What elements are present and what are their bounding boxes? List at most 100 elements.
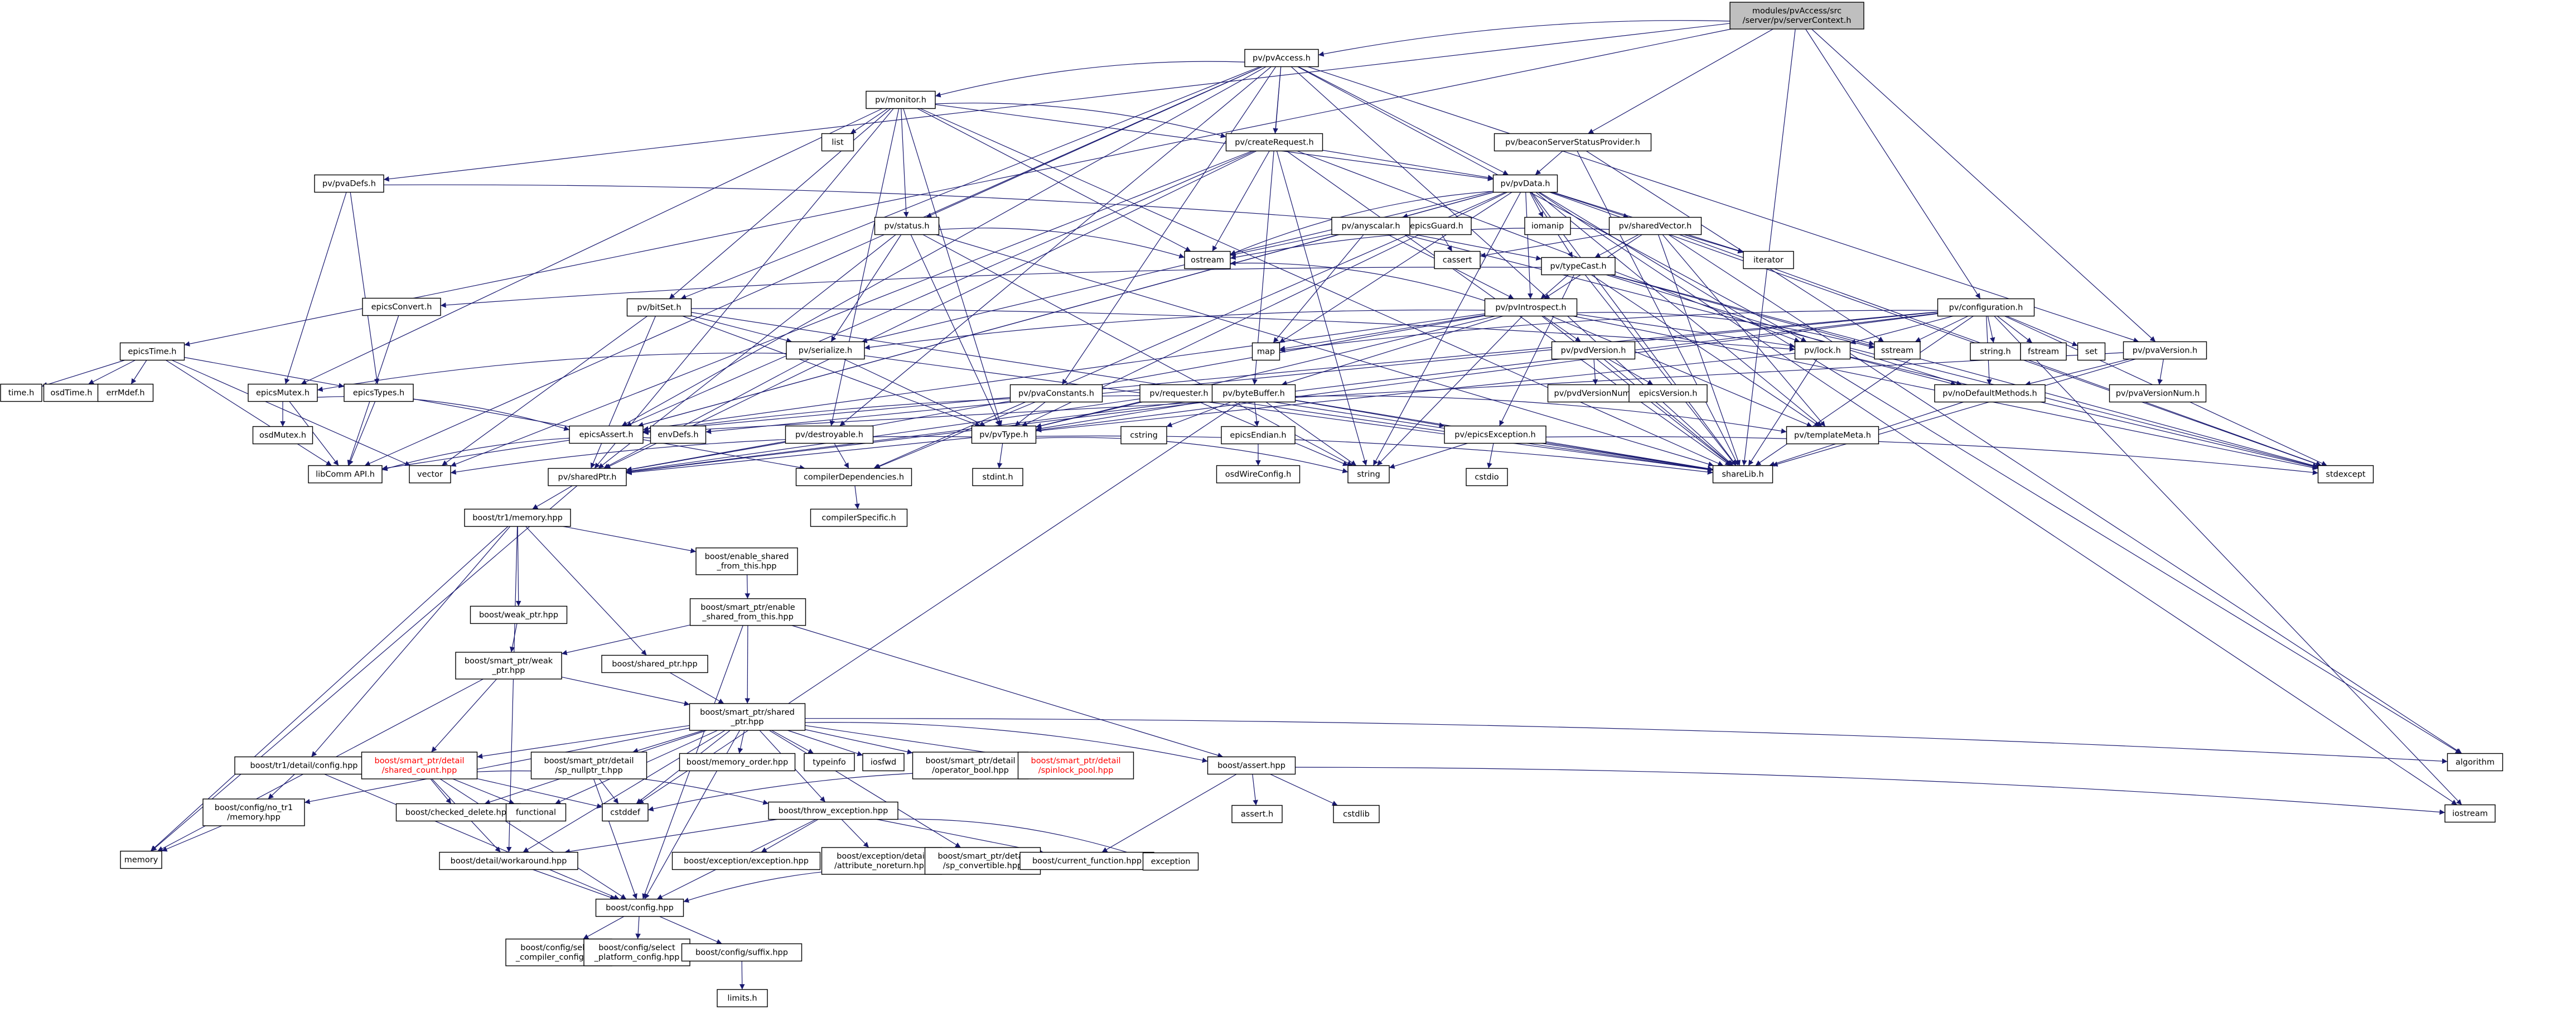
node-epicsmutex-h[interactable]: epicsMutex.h: [248, 383, 318, 402]
node-label: pv/sharedPtr.h: [558, 473, 617, 482]
node-pv-nodefaultmethods-h[interactable]: pv/noDefaultMethods.h: [1934, 384, 2046, 403]
node-pv-serialize-h[interactable]: pv/serialize.h: [786, 341, 865, 360]
node-libcomm-api-h[interactable]: libComm API.h: [308, 465, 383, 484]
node-boost-weak-ptr-hpp[interactable]: boost/weak_ptr.hpp: [470, 605, 568, 624]
graph-edges: [41, 20, 2462, 990]
node-pv-configuration-h[interactable]: pv/configuration.h: [1937, 298, 2035, 317]
node-pv-bitset-h[interactable]: pv/bitSet.h: [626, 298, 692, 317]
node-label: pv/pvaConstants.h: [1018, 389, 1094, 398]
node-boost-exception-exception-hpp[interactable]: boost/exception/exception.hpp: [671, 851, 821, 870]
node-boost-smart-ptr-detail-sp-nullptr-t-hpp[interactable]: boost/smart_ptr/detail/sp_nullptr_t.hpp: [530, 752, 647, 779]
node-box: [1221, 426, 1296, 445]
node-compilerdependencies-h[interactable]: compilerDependencies.h: [795, 468, 912, 487]
node-pv-bytebuffer-h[interactable]: pv/byteBuffer.h: [1211, 384, 1296, 403]
node-errmdef-h[interactable]: errMdef.h: [97, 383, 154, 402]
node-epicsguard-h[interactable]: epicsGuard.h: [1401, 216, 1472, 235]
edge-n43-n58: [1265, 402, 1357, 466]
edge-n10-n60: [1657, 234, 1741, 466]
node-boost-current-function-hpp[interactable]: boost/current_function.hpp: [1019, 851, 1154, 870]
node-label: pv/destroyable.h: [795, 431, 863, 440]
node-pv-pvaccess-h[interactable]: pv/pvAccess.h: [1244, 49, 1319, 68]
node-pv-pvaversion-h[interactable]: pv/pvaVersion.h: [2123, 341, 2207, 360]
node-iosfwd: iosfwd: [862, 753, 905, 772]
node-boost-smart-ptr-detail-spinlock-pool-hpp[interactable]: boost/smart_ptr/detail/spinlock_pool.hpp: [1017, 752, 1134, 779]
node-pv-sharedptr-h[interactable]: pv/sharedPtr.h: [548, 468, 627, 487]
node-label: vector: [417, 470, 443, 479]
node-epicsconvert-h[interactable]: epicsConvert.h: [362, 297, 441, 316]
node-pv-lock-h[interactable]: pv/lock.h: [1794, 341, 1851, 360]
node-boost-tr1-detail-config-hpp[interactable]: boost/tr1/detail/config.hpp: [234, 756, 374, 775]
edge-n19-n58: [1376, 316, 1523, 466]
node-pv-pvadefs-h[interactable]: pv/pvaDefs.h: [314, 174, 384, 193]
edge-n28-n25: [317, 353, 787, 392]
node-box: [2317, 465, 2374, 484]
node-label: boost/config/select: [598, 943, 675, 952]
node-boost-smart-ptr-weak-ptr-hpp[interactable]: boost/smart_ptr/weak_ptr.hpp: [455, 652, 562, 680]
node-boost-throw-exception-hpp[interactable]: boost/throw_exception.hpp: [768, 801, 898, 820]
node-boost-config-suffix-hpp[interactable]: boost/config/suffix.hpp: [681, 943, 803, 962]
node-boost-smart-ptr-enable-shared-from-this-hpp[interactable]: boost/smart_ptr/enable_shared_from_this.…: [689, 598, 806, 626]
node-epicstypes-h[interactable]: epicsTypes.h: [344, 383, 414, 402]
node-epicstime-h[interactable]: epicsTime.h: [119, 342, 185, 361]
node-pv-monitor-h[interactable]: pv/monitor.h: [866, 90, 936, 109]
node-boost-exception-detail-attribute-noreturn-hpp[interactable]: boost/exception/detail/attribute_noretur…: [821, 847, 943, 875]
node-boost-detail-workaround-hpp[interactable]: boost/detail/workaround.hpp: [439, 851, 578, 870]
node-string: string: [1347, 465, 1390, 484]
node-pv-templatemeta-h[interactable]: pv/templateMeta.h: [1786, 426, 1879, 445]
edge-n0-n5: [1588, 28, 1773, 134]
edge-n43-n44: [642, 395, 1212, 435]
node-pv-requester-h[interactable]: pv/requester.h: [1139, 384, 1219, 403]
node-pv-destroyable-h[interactable]: pv/destroyable.h: [785, 425, 874, 444]
node-box: [1712, 465, 1773, 484]
node-sharelib-h[interactable]: shareLib.h: [1712, 465, 1773, 484]
node-boost-smart-ptr-detail-operator-bool-hpp[interactable]: boost/smart_ptr/detail/operator_bool.hpp: [912, 752, 1029, 779]
edge-n87-n91: [841, 819, 869, 848]
node-boost-config-no-tr1-memory-hpp[interactable]: boost/config/no_tr1/memory.hpp: [202, 798, 305, 826]
node-epicsversion-h: epicsVersion.h: [1628, 384, 1708, 403]
node-envdefs-h[interactable]: envDefs.h: [650, 425, 707, 444]
node-boost-shared-ptr-hpp[interactable]: boost/shared_ptr.hpp: [601, 654, 708, 673]
edge-n10-n16: [1594, 234, 1639, 258]
node-boost-checked-delete-hpp[interactable]: boost/checked_delete.hpp: [395, 803, 521, 822]
node-label: /shared_count.hpp: [382, 766, 457, 775]
node-boost-memory-order-hpp[interactable]: boost/memory_order.hpp: [679, 753, 796, 772]
node-label: pv/typeCast.h: [1550, 262, 1606, 271]
node-epicsendian-h[interactable]: epicsEndian.h: [1221, 426, 1296, 445]
node-pv-pvintrospect-h[interactable]: pv/pvIntrospect.h: [1484, 298, 1578, 317]
node-boost-config-select-platform-config-hpp[interactable]: boost/config/select_platform_config.hpp: [583, 938, 690, 966]
node-boost-enable-shared-from-this-hpp[interactable]: boost/enable_shared_from_this.hpp: [695, 547, 798, 575]
node-box: [344, 383, 414, 402]
edge-n87-n94: [891, 819, 1143, 859]
edge-n21-n22: [41, 359, 125, 388]
node-boost-config-hpp[interactable]: boost/config.hpp: [595, 898, 684, 917]
node-label: pv/bitSet.h: [637, 304, 681, 312]
node-boost-smart-ptr-shared-ptr-hpp[interactable]: boost/smart_ptr/shared_ptr.hpp: [689, 703, 806, 731]
node-boost-assert-hpp[interactable]: boost/assert.hpp: [1207, 756, 1296, 775]
node-pv-pvaconstants-h[interactable]: pv/pvaConstants.h: [1009, 384, 1103, 403]
node-pv-pvdversion-h[interactable]: pv/pvdVersion.h: [1551, 341, 1636, 360]
node-pv-epicsexception-h[interactable]: pv/epicsException.h: [1444, 425, 1546, 444]
node-box: [1231, 805, 1283, 824]
node-epicsassert-h[interactable]: epicsAssert.h: [569, 425, 644, 444]
edge-n63-n64: [563, 526, 697, 553]
node-label: epicsTypes.h: [353, 389, 404, 398]
node-boost-smart-ptr-detail-shared-count-hpp[interactable]: boost/smart_ptr/detail/shared_count.hpp: [361, 752, 478, 779]
node-box: [464, 508, 571, 527]
node-pv-sharedvector-h[interactable]: pv/sharedVector.h: [1608, 216, 1702, 235]
node-pv-typecast-h[interactable]: pv/typeCast.h: [1541, 257, 1616, 276]
node-pv-status-h[interactable]: pv/status.h: [874, 216, 940, 235]
node-pv-pvtype-h[interactable]: pv/pvType.h: [971, 425, 1037, 444]
node-osdwireconfig-h: osdWireConfig.h: [1216, 465, 1301, 484]
node-box: [97, 383, 154, 402]
node-boost-tr1-memory-hpp[interactable]: boost/tr1/memory.hpp: [464, 508, 571, 527]
node-algorithm: algorithm: [2447, 753, 2503, 772]
node-pv-anyscalar-h[interactable]: pv/anyscalar.h: [1331, 216, 1410, 235]
node-pv-createrequest-h[interactable]: pv/createRequest.h: [1225, 133, 1323, 152]
node-pv-beaconserverstatusprovider-h[interactable]: pv/beaconServerStatusProvider.h: [1494, 133, 1652, 152]
node-label: pv/pvaVersion.h: [2133, 346, 2197, 355]
node-iostream: iostream: [2444, 804, 2496, 823]
edge-n11-n13: [1230, 233, 1332, 257]
edge-n71-n83: [452, 778, 515, 805]
node-modules-pvaccess-src-server-pv-servercontext-h[interactable]: modules/pvAccess/src/server/pv/serverCon…: [1729, 2, 1864, 30]
node-pv-pvdata-h[interactable]: pv/pvData.h: [1492, 174, 1558, 193]
